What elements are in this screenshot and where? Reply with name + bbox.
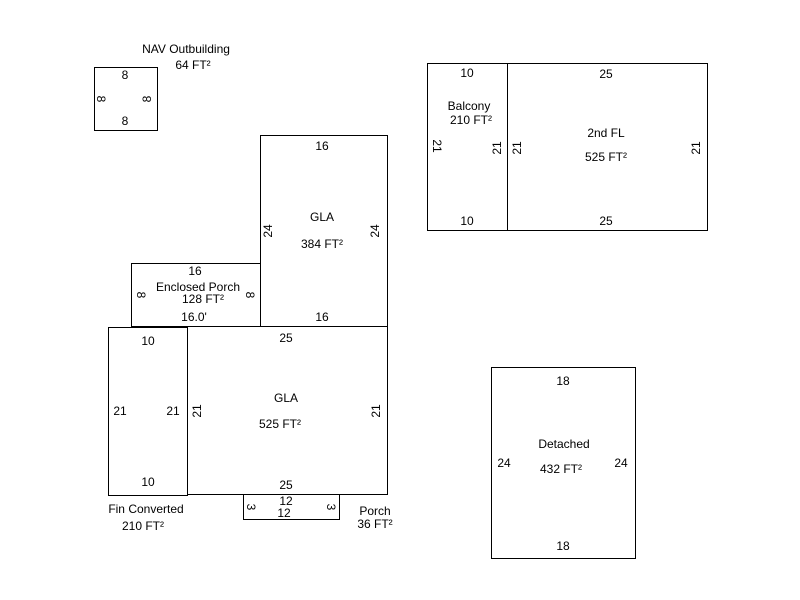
dim-top: 10 — [460, 66, 474, 80]
dim-left: 21 — [510, 141, 524, 155]
dim-bottom: 8 — [121, 114, 129, 128]
gla-lower-area: 525 FT² — [258, 417, 302, 431]
dim-top: 12 — [279, 494, 293, 508]
nav-outbuilding-room — [94, 67, 158, 131]
balcony-area: 210 FT² — [449, 113, 493, 127]
dim-bottom: 25 — [279, 478, 293, 492]
dim-left: 8 — [94, 95, 108, 103]
fin-converted-area: 210 FT² — [121, 519, 165, 533]
gla-upper-label: GLA — [309, 210, 335, 224]
dim-top: 18 — [556, 374, 570, 388]
dim-bottom: 10 — [460, 214, 474, 228]
porch-area: 36 FT² — [357, 517, 393, 531]
dim-right: 8 — [140, 95, 154, 103]
dim-top: 10 — [141, 334, 155, 348]
dim-right: 21 — [689, 141, 703, 155]
dim-top: 25 — [279, 331, 293, 345]
dim-bottom: 12 — [277, 506, 291, 520]
second-floor-room — [507, 63, 708, 231]
dim-bottom: 16.0' — [181, 310, 207, 324]
dim-top: 25 — [599, 67, 613, 81]
gla-upper-area: 384 FT² — [300, 237, 344, 251]
dim-bottom: 18 — [556, 539, 570, 553]
dim-right: 24 — [614, 456, 628, 470]
nav-outbuilding-area: 64 FT² — [175, 58, 211, 72]
enclosed-porch-area: 128 FT² — [181, 292, 225, 306]
dim-left: 21 — [113, 404, 127, 418]
dim-top: 8 — [121, 68, 129, 82]
detached-room — [491, 367, 636, 559]
dim-bottom: 25 — [599, 214, 613, 228]
dim-right: 21 — [166, 404, 180, 418]
dim-left: 21 — [190, 404, 204, 418]
enclosed-porch-label: Enclosed Porch — [155, 280, 241, 294]
dim-top: 16 — [188, 264, 202, 278]
dim-bottom: 16 — [315, 310, 329, 324]
dim-top: 16 — [315, 139, 329, 153]
dim-left: 24 — [497, 456, 511, 470]
dim-right: 3 — [324, 503, 338, 511]
second-floor-label: 2nd FL — [587, 126, 625, 140]
detached-label: Detached — [538, 437, 590, 451]
gla-lower-label: GLA — [273, 391, 299, 405]
dim-right: 21 — [369, 404, 383, 418]
dim-right: 24 — [368, 224, 382, 238]
nav-outbuilding-label: NAV Outbuilding — [142, 42, 230, 56]
second-floor-area: 525 FT² — [584, 150, 628, 164]
dim-right: 8 — [243, 291, 257, 299]
dim-left: 8 — [134, 291, 148, 299]
dim-left: 3 — [244, 503, 258, 511]
dim-left: 21 — [430, 139, 444, 153]
fin-converted-label: Fin Converted — [108, 502, 184, 516]
dim-bottom: 10 — [141, 475, 155, 489]
dim-right: 21 — [490, 141, 504, 155]
gla-lower-room — [187, 326, 388, 495]
balcony-label: Balcony — [447, 99, 491, 113]
dim-left: 24 — [261, 224, 275, 238]
detached-area: 432 FT² — [539, 462, 583, 476]
porch-label: Porch — [359, 504, 391, 518]
porch-room — [243, 494, 340, 520]
